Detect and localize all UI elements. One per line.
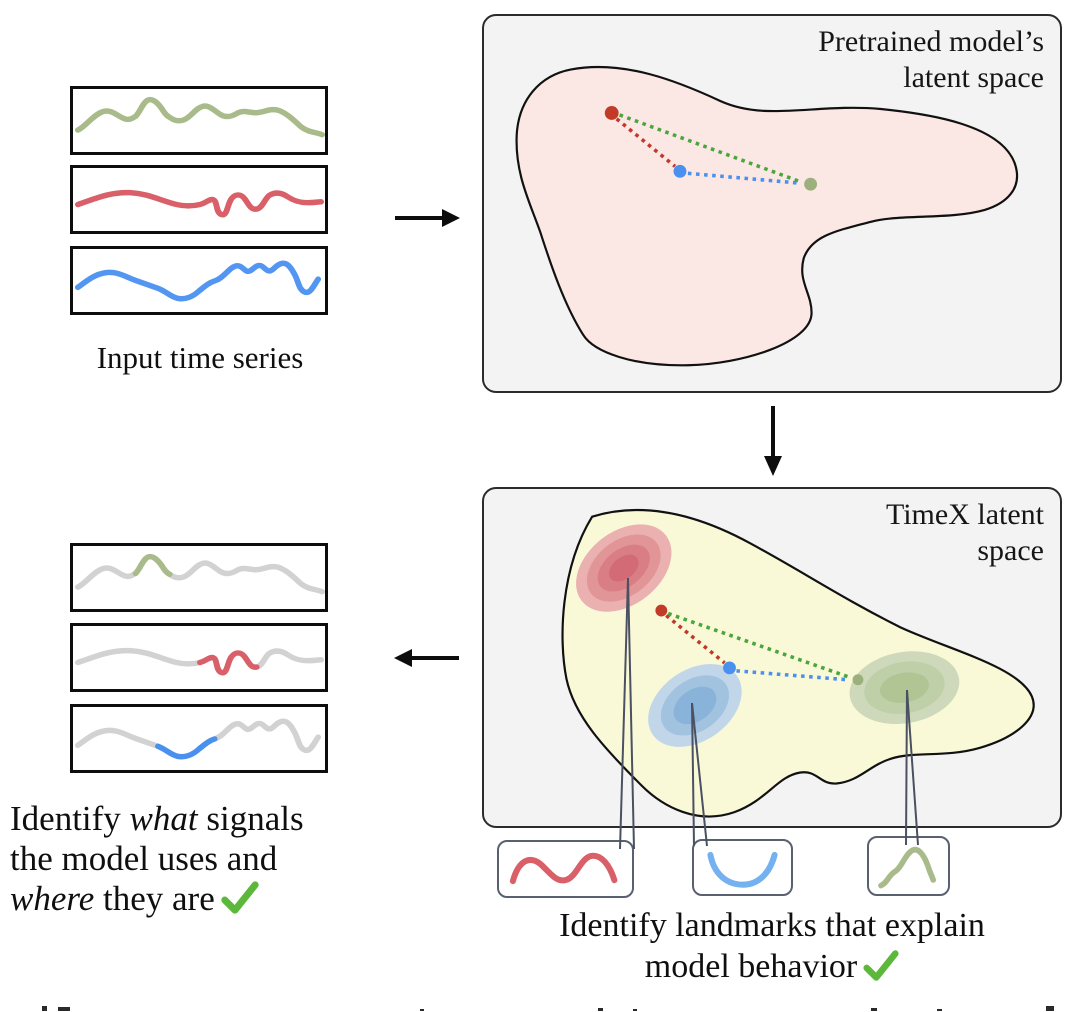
red-embedding-dot <box>604 106 619 120</box>
signals-caption-line3-post: they are <box>94 879 215 918</box>
green-series-plot <box>74 96 325 138</box>
green-highlight-segment <box>132 553 173 578</box>
landmark-box-ucurve <box>692 839 793 896</box>
pretrained-latent-panel: Pretrained model’s latent space <box>482 14 1062 393</box>
blue-distance-line <box>687 171 801 185</box>
green-embedding-dot <box>804 177 818 191</box>
signals-caption-line3-italic: where <box>10 879 95 918</box>
blue-embedding-dot <box>673 164 687 178</box>
pretrained-panel-title-line1: Pretrained model’s <box>818 25 1044 58</box>
gray-series-segment <box>211 718 322 754</box>
pretrained-latent-blob <box>515 65 1019 367</box>
landmarks-caption-line1: Identify landmarks that explain <box>559 907 985 944</box>
pretrained-panel-title: Pretrained model’s latent space <box>818 24 1044 96</box>
blue-embedding-dot <box>723 661 736 675</box>
landmarks-caption: Identify landmarks that explain model be… <box>482 905 1062 987</box>
signals-caption-line1: Identify what signals <box>10 799 440 839</box>
landmarks-caption-line2: model behavior <box>482 946 1062 987</box>
input-series-box-green <box>70 86 328 155</box>
landmarks-caption-line2-text: model behavior <box>644 948 858 985</box>
explained-series-box-green <box>70 543 328 612</box>
explained-red-plot <box>74 647 325 676</box>
explained-blue-plot <box>74 718 322 760</box>
bump-curve-icon <box>878 846 937 889</box>
gray-series-segment <box>166 560 325 595</box>
explained-green-plot <box>74 553 325 595</box>
red-series-plot <box>74 189 325 218</box>
checkmark-icon <box>863 950 899 981</box>
signals-caption-line1-post: signals <box>197 799 304 838</box>
green-embedding-dot <box>852 674 864 686</box>
blue-series-plot <box>74 260 322 302</box>
gray-series-segment <box>74 727 161 749</box>
green-series-line <box>74 96 325 138</box>
timex-panel-title: TimeX latent space <box>886 497 1044 569</box>
signals-caption-line3: where they are <box>10 879 440 919</box>
blue-series-line <box>74 260 322 302</box>
pretrained-panel-title-line2: latent space <box>903 61 1044 94</box>
blue-highlight-segment <box>155 736 218 760</box>
sine-wave-icon <box>509 852 618 885</box>
signals-caption-line2: the model uses and <box>10 839 278 878</box>
arrow-left-icon <box>394 649 459 667</box>
gray-series-segment <box>74 647 203 667</box>
input-series-box-blue <box>70 246 328 315</box>
timex-panel-title-line2: space <box>977 534 1044 567</box>
input-series-label: Input time series <box>96 340 304 375</box>
signals-caption: Identify what signals the model uses and… <box>10 799 440 919</box>
explained-series-box-red <box>70 623 328 692</box>
green-density-region <box>849 651 960 724</box>
arrow-down-icon <box>764 406 782 476</box>
timex-panel-title-line1: TimeX latent <box>885 498 1044 531</box>
pretrained-latent-graphic <box>515 65 1019 367</box>
arrow-right-icon <box>395 209 460 227</box>
signals-caption-line1-pre: Identify <box>10 799 130 838</box>
signals-caption-line1-italic: what <box>129 799 198 838</box>
gray-series-segment <box>253 648 325 670</box>
landmark-box-sine <box>497 840 634 898</box>
input-series-box-red <box>70 165 328 234</box>
explained-series-box-blue <box>70 704 328 773</box>
landmark-box-bump <box>867 836 950 896</box>
blue-distance-line <box>736 669 848 682</box>
gray-series-segment <box>74 565 139 590</box>
u-curve-icon <box>707 851 778 888</box>
red-embedding-dot <box>655 604 668 617</box>
timex-latent-panel: TimeX latent space <box>482 487 1062 828</box>
red-highlight-segment <box>197 650 260 676</box>
red-density-region <box>576 524 672 612</box>
red-series-line <box>74 189 325 218</box>
checkmark-icon <box>221 881 259 914</box>
